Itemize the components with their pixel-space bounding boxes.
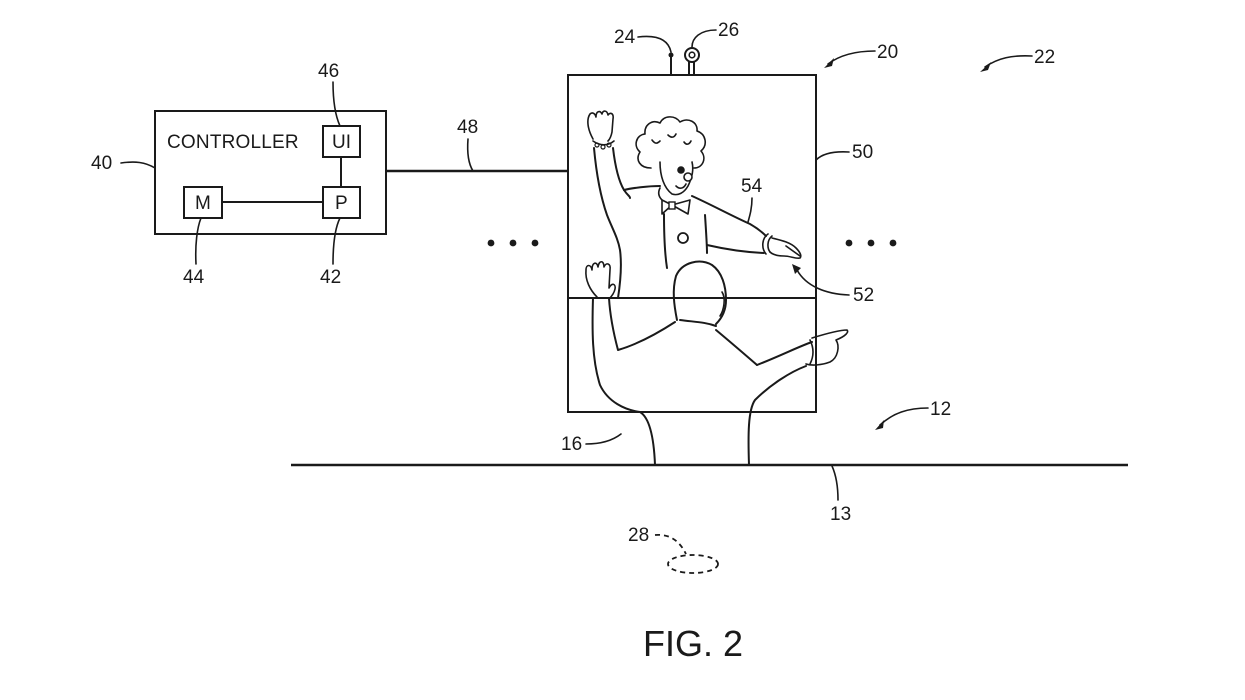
character-eye: [677, 166, 685, 174]
ref-26: 26: [718, 20, 739, 41]
arrowhead-12: [875, 420, 884, 430]
ref-54: 54: [741, 176, 763, 197]
guest-left-arm-outer: [591, 297, 656, 466]
character-right-arm-upper: [691, 195, 767, 237]
arrow-52: [796, 269, 850, 296]
character-raised-hand: [587, 110, 614, 142]
guest-right-arm-upper: [715, 329, 758, 366]
arrowhead-22: [980, 62, 991, 72]
character-mouth: [675, 183, 687, 189]
leader-40: [120, 161, 156, 169]
ref-52: 52: [853, 285, 874, 306]
ref-22: 22: [1034, 47, 1055, 68]
leader-42: [332, 217, 341, 265]
character-nose: [683, 172, 693, 182]
controller-block: CONTROLLER UI P M: [154, 110, 387, 235]
leader-28: [654, 533, 687, 555]
ref-13: 13: [830, 504, 851, 525]
display-unit: [567, 47, 817, 413]
character-face: [659, 161, 694, 196]
arrow-12: [879, 407, 929, 426]
floor-marker: [667, 554, 719, 574]
guest-left-arm-inner: [608, 297, 676, 351]
character-button: [677, 232, 689, 244]
ref-42: 42: [320, 267, 341, 288]
leader-48: [466, 138, 474, 172]
character-body-right: [704, 214, 708, 254]
leader-50: [815, 151, 850, 161]
guest-pointing-hand: [805, 329, 849, 366]
ellipsis-left: [487, 239, 539, 247]
character-bow-tie: [661, 199, 691, 215]
guest-ear: [719, 291, 725, 317]
character-hair: [635, 116, 706, 169]
leader-24: [637, 35, 672, 53]
ref-40: 40: [91, 153, 112, 174]
camera-icon: [668, 52, 674, 58]
arrow-22: [984, 55, 1033, 68]
ref-12: 12: [930, 399, 951, 420]
character-body-left: [663, 213, 668, 269]
leader-16: [585, 433, 622, 445]
guest-figure: [585, 260, 849, 466]
guest-head: [672, 260, 727, 325]
processor-block-label: P: [335, 193, 348, 214]
controller-title: CONTROLLER: [167, 132, 299, 153]
ref-16: 16: [561, 434, 582, 455]
leader-26: [691, 29, 717, 48]
arrowhead-52: [792, 264, 801, 274]
character-pointing-hand: [769, 237, 802, 260]
animated-character: [587, 110, 802, 299]
character-left-arm-outer: [593, 147, 622, 299]
guest-raised-hand: [585, 260, 616, 300]
ellipsis-right: [845, 239, 897, 247]
guest-right-side: [747, 365, 807, 466]
ref-46: 46: [318, 61, 339, 82]
ui-block-label: UI: [332, 132, 351, 153]
leader-13: [831, 465, 839, 501]
ref-24: 24: [614, 27, 636, 48]
leader-54: [747, 197, 753, 223]
leader-46: [332, 81, 341, 127]
ref-28: 28: [628, 525, 649, 546]
character-right-arm-lower: [706, 244, 765, 254]
ref-50: 50: [852, 142, 873, 163]
memory-block-label: M: [195, 193, 211, 214]
ref-20: 20: [877, 42, 898, 63]
arrowhead-20: [824, 58, 834, 68]
arrow-20: [827, 50, 876, 65]
leader-44: [194, 217, 202, 265]
figure-caption: FIG. 2: [643, 623, 743, 664]
ref-44: 44: [183, 267, 205, 288]
display-screen: [567, 74, 817, 413]
ref-48: 48: [457, 117, 478, 138]
